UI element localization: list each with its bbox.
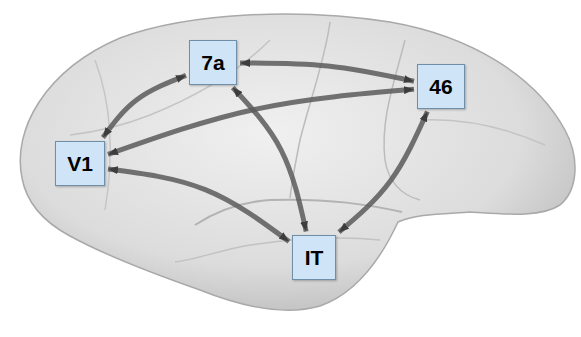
superior-temporal-sulcus: [175, 238, 380, 262]
area-box: 7a: [189, 40, 237, 85]
principal-sulcus: [420, 120, 545, 145]
area-label: V1: [67, 153, 93, 174]
intraparietal-sulcus: [70, 40, 270, 135]
connection-bundle: [108, 169, 289, 242]
brain-outline: [20, 14, 575, 310]
connection-bundle: [339, 112, 427, 233]
arcuate-sulcus: [384, 40, 420, 200]
connection-bundle: [233, 88, 306, 232]
connection-bundle: [103, 75, 186, 137]
central-sulcus: [290, 22, 330, 198]
area-box: V1: [55, 141, 105, 186]
area-label: IT: [305, 247, 324, 268]
connection-bundle: [240, 63, 414, 81]
area-box: 46: [417, 64, 465, 109]
area-label: 7a: [201, 52, 224, 73]
area-box: IT: [292, 235, 336, 280]
area-label: 46: [429, 76, 452, 97]
